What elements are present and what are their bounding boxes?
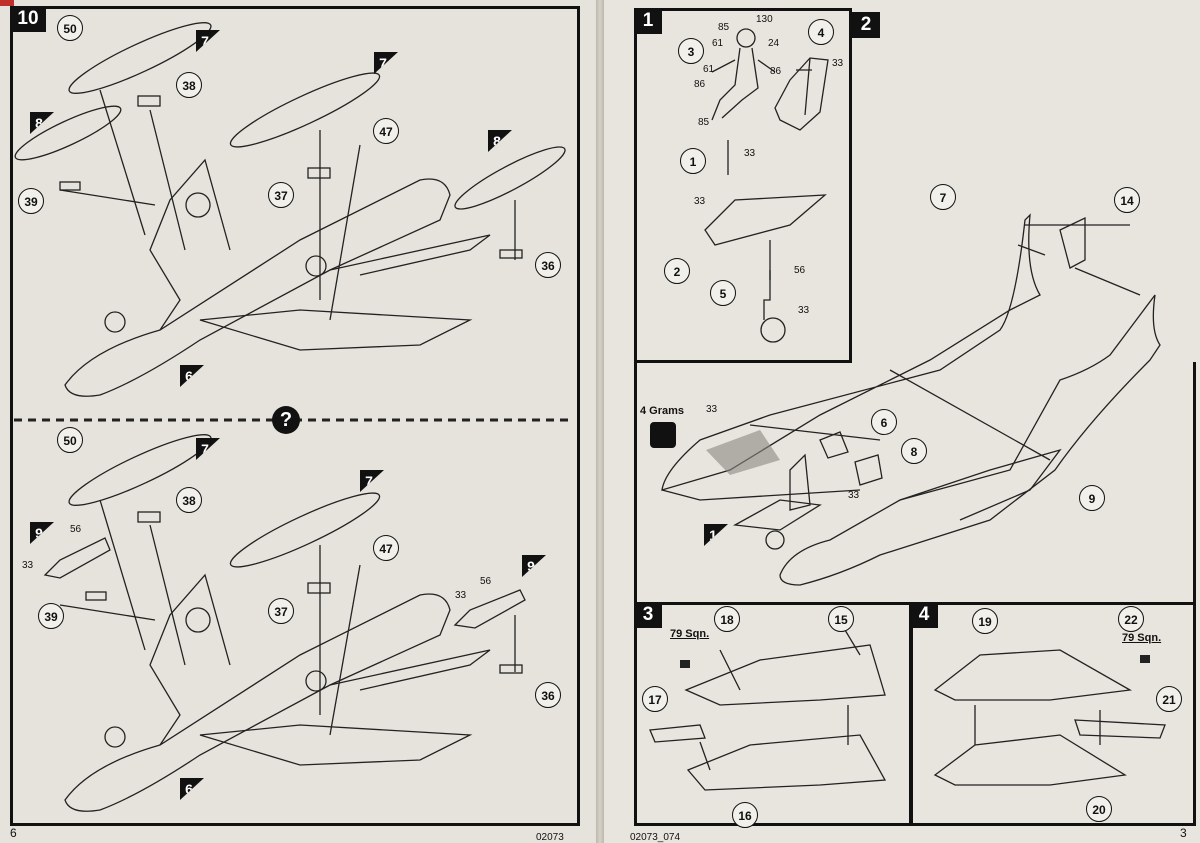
callout-part-17: 17 <box>642 686 668 712</box>
callout-part-37: 37 <box>268 182 294 208</box>
callout-part-36: 36 <box>535 252 561 278</box>
callout-part-39: 39 <box>18 188 44 214</box>
step1-small-130: 130 <box>756 14 773 25</box>
callout-part-47: 47 <box>373 118 399 144</box>
step1-small-85b: 85 <box>698 117 710 128</box>
step2-small-33b: 33 <box>848 490 860 501</box>
step1-small-86b: 86 <box>694 79 706 90</box>
page-fold <box>596 0 604 843</box>
callout-part-2: 2 <box>664 258 690 284</box>
callout-part-15: 15 <box>828 606 854 632</box>
step-number-4: 4 <box>910 602 938 628</box>
step1-small-33a: 33 <box>832 58 844 69</box>
step1-small-33c: 33 <box>694 196 706 207</box>
callout-part-16: 16 <box>732 802 758 828</box>
step2-small-33a: 33 <box>706 404 718 415</box>
right-page <box>602 0 1200 843</box>
callout-part-6: 6 <box>871 409 897 435</box>
callout-part-7: 7 <box>930 184 956 210</box>
callout-part-50-b: 50 <box>57 427 83 453</box>
small-number: 56 <box>70 524 82 535</box>
callout-part-38-b: 38 <box>176 487 202 513</box>
callout-part-22: 22 <box>1118 606 1144 632</box>
callout-part-4: 4 <box>808 19 834 45</box>
callout-part-5: 5 <box>710 280 736 306</box>
step3-squadron-label: 79 Sqn. <box>670 628 710 640</box>
step1-small-24: 24 <box>768 38 780 49</box>
page-number-left: 6 <box>10 826 17 840</box>
corner-tab <box>0 0 14 6</box>
callout-part-37-b: 37 <box>268 598 294 624</box>
callout-part-8: 8 <box>901 438 927 464</box>
step-number-1: 1 <box>634 8 662 34</box>
callout-part-50: 50 <box>57 15 83 41</box>
step1-small-86: 86 <box>770 66 782 77</box>
footer-code-left: 02073 <box>536 832 564 843</box>
small-number: 33 <box>455 590 467 601</box>
callout-part-38: 38 <box>176 72 202 98</box>
footer-code-right: 02073_074 <box>630 832 681 843</box>
callout-part-9: 9 <box>1079 485 1105 511</box>
callout-part-14: 14 <box>1114 187 1140 213</box>
callout-part-20: 20 <box>1086 796 1112 822</box>
nose-weight-icon <box>650 422 676 448</box>
callout-part-36-b: 36 <box>535 682 561 708</box>
step1-small-56: 56 <box>794 265 806 276</box>
step4-squadron-label: 79 Sqn. <box>1122 632 1162 644</box>
step1-small-85: 85 <box>718 22 730 33</box>
callout-part-47-b: 47 <box>373 535 399 561</box>
small-number: 33 <box>22 560 34 571</box>
callout-part-1: 1 <box>680 148 706 174</box>
callout-part-18: 18 <box>714 606 740 632</box>
callout-part-19: 19 <box>972 608 998 634</box>
step-10-frame <box>10 6 580 826</box>
callout-part-39-b: 39 <box>38 603 64 629</box>
step-4-frame <box>910 602 1196 826</box>
step-number-2: 2 <box>852 12 880 38</box>
step-number-10: 10 <box>10 6 46 32</box>
step1-small-61b: 61 <box>703 64 715 75</box>
step-1-frame <box>634 8 852 363</box>
question-mark-icon: ? <box>272 406 300 434</box>
step1-small-33d: 33 <box>798 305 810 316</box>
step-number-3: 3 <box>634 602 662 628</box>
small-number: 56 <box>480 576 492 587</box>
nose-weight-label: 4 Grams <box>640 405 685 417</box>
callout-part-3: 3 <box>678 38 704 64</box>
callout-part-21: 21 <box>1156 686 1182 712</box>
step1-small-33b: 33 <box>744 148 756 159</box>
step1-small-61: 61 <box>712 38 724 49</box>
page-number-right: 3 <box>1180 826 1187 840</box>
